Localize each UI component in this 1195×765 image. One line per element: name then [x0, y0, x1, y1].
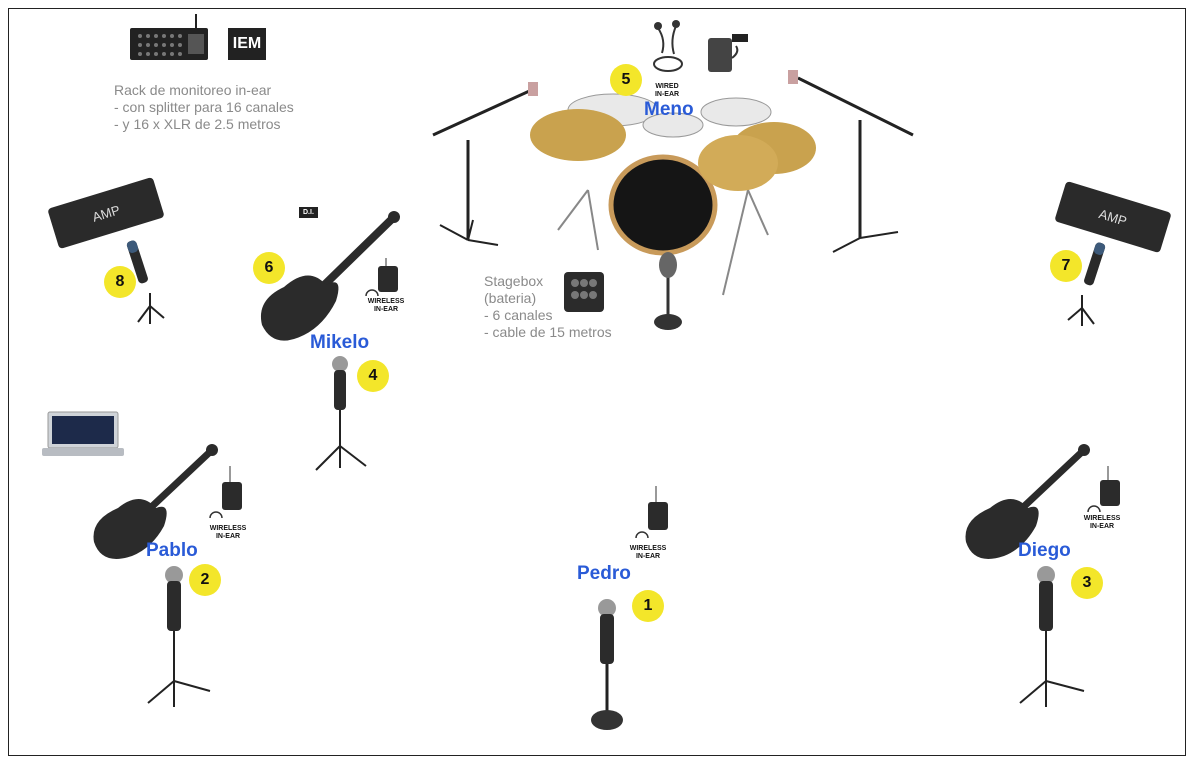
rack-note: Rack de monitoreo in-ear - con splitter … — [114, 82, 294, 132]
vocal-mic-icon-mikelo — [315, 356, 367, 471]
vocal-mic-icon-pedro — [591, 599, 623, 730]
badge-6: 6 — [253, 252, 285, 284]
laptop-icon — [42, 411, 124, 456]
stage-frame — [8, 8, 1186, 756]
musician-name-diego: Diego — [1018, 540, 1071, 561]
wireless-label-mikelo: WIRELESS IN-EAR — [367, 298, 405, 313]
stagebox-note: Stagebox (bateria) - 6 canales - cable d… — [484, 273, 612, 340]
wireless-label-pablo: WIRELESS IN-EAR — [209, 525, 247, 540]
drum-kit-icon — [432, 70, 914, 330]
di-box: D.I. — [299, 207, 318, 218]
instrument-mic-left-icon — [126, 240, 165, 324]
musician-name-mikelo: Mikelo — [310, 332, 370, 353]
guitar-icon-pablo — [93, 444, 218, 559]
vocal-mic-icon-diego — [1019, 566, 1085, 707]
wired-in-ear-icon — [653, 20, 748, 72]
wired-in-ear-label: WIRED IN-EAR — [654, 83, 680, 98]
musician-name-pablo: Pablo — [146, 540, 198, 561]
stagebox-icon — [564, 272, 604, 312]
badge-3: 3 — [1071, 567, 1103, 599]
wireless-label-pedro: WIRELESS IN-EAR — [629, 545, 667, 560]
bass-guitar-icon — [260, 211, 400, 341]
wireless-label-diego: WIRELESS IN-EAR — [1083, 515, 1121, 530]
badge-7: 7 — [1050, 250, 1082, 282]
badge-5: 5 — [610, 64, 642, 96]
badge-8: 8 — [104, 266, 136, 298]
instrument-mic-right-icon — [1067, 242, 1106, 326]
musician-name-meno: Meno — [644, 99, 694, 120]
badge-1: 1 — [632, 590, 664, 622]
badge-2: 2 — [189, 564, 221, 596]
iem-box: IEM — [228, 28, 266, 60]
guitar-icon-diego — [965, 444, 1090, 559]
vocal-mic-icon-pablo — [147, 566, 211, 707]
wireless-pack-icon-pablo — [209, 466, 242, 519]
wireless-pack-icon-mikelo — [365, 258, 398, 297]
badge-4: 4 — [357, 360, 389, 392]
wireless-pack-icon-diego — [1087, 466, 1120, 513]
mixer-icon — [130, 14, 208, 60]
musician-name-pedro: Pedro — [577, 563, 631, 584]
wireless-pack-icon-pedro — [635, 486, 668, 539]
